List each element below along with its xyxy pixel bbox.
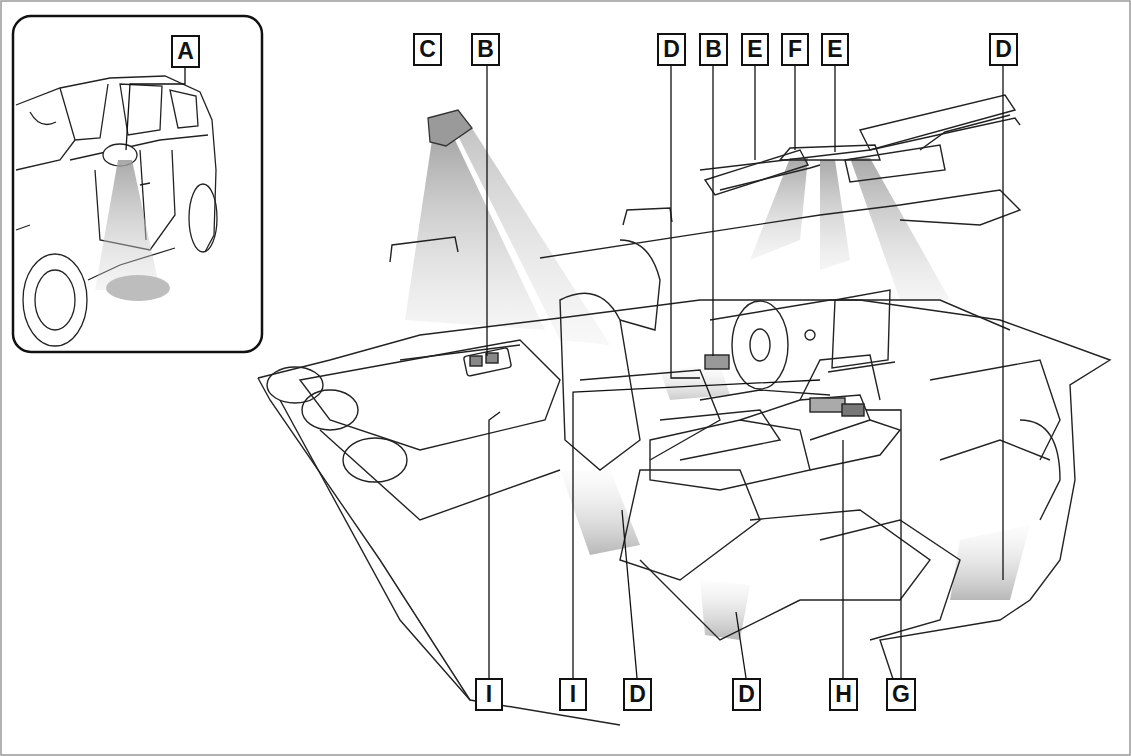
callout-letter: E	[827, 38, 842, 61]
callout-box: D	[732, 678, 761, 711]
callout-letter: D	[995, 38, 1012, 61]
callout-letter: F	[788, 38, 802, 61]
callout-letter: I	[486, 683, 492, 706]
callout-letter: B	[705, 38, 722, 61]
callout-box: H	[829, 678, 858, 711]
callout-box: D	[623, 678, 652, 711]
callout-box: F	[781, 33, 809, 66]
callout-letter: A	[177, 40, 194, 63]
callout-box: E	[741, 33, 769, 66]
callout-box: D	[989, 33, 1018, 66]
callout-letter: H	[835, 683, 852, 706]
callout-box: B	[699, 33, 728, 66]
callout-letter: D	[738, 683, 755, 706]
callout-box: I	[559, 678, 587, 711]
callout-box: E	[821, 33, 849, 66]
callout-box: A	[171, 35, 200, 68]
callout-letter: I	[570, 683, 576, 706]
callout-box: I	[475, 678, 503, 711]
callout-letter: G	[892, 683, 910, 706]
callout-letter: C	[419, 38, 436, 61]
callout-box: B	[471, 33, 500, 66]
callout-box: C	[413, 33, 442, 66]
callout-letter: D	[663, 38, 680, 61]
callout-letter: E	[747, 38, 762, 61]
callout-box: G	[886, 678, 916, 711]
callout-letter: B	[477, 38, 494, 61]
callout-letter: D	[629, 683, 646, 706]
callout-box: D	[657, 33, 686, 66]
